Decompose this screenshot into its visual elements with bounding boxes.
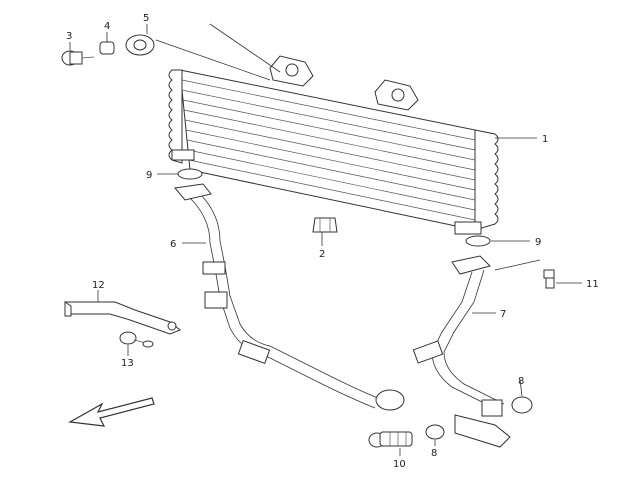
inlet-hose [174, 183, 405, 411]
o-ring-lower-right [511, 396, 533, 414]
label-part-9-upper-left: 9 [146, 170, 152, 181]
label-part-9-upper-right: 9 [535, 237, 541, 248]
bolt-13 [119, 331, 154, 348]
label-part-5: 5 [143, 13, 149, 24]
o-ring-upper-right [465, 235, 491, 247]
bracket [64, 301, 181, 335]
label-part-2: 2 [319, 249, 325, 260]
label-part-13: 13 [121, 358, 134, 369]
label-part-8-lower-left: 8 [431, 448, 437, 459]
union-bolt [368, 431, 413, 448]
grommet [125, 34, 155, 56]
collar [99, 41, 115, 55]
label-part-3: 3 [66, 31, 72, 42]
o-ring-lower-left [425, 424, 445, 440]
label-part-8-lower-right: 8 [518, 376, 524, 387]
label-part-1: 1 [542, 134, 548, 145]
outlet-hose [412, 255, 511, 448]
o-ring-upper-left [177, 168, 203, 180]
label-part-7: 7 [500, 309, 506, 320]
label-part-11: 11 [586, 279, 599, 290]
clip [312, 217, 338, 233]
front-direction-arrow-icon [68, 397, 155, 427]
label-part-10: 10 [393, 459, 406, 470]
label-part-12: 12 [92, 280, 105, 291]
bolt-11 [543, 269, 555, 289]
leader-lines [69, 23, 582, 456]
part-labels: 1 2 3 4 5 6 7 8 8 9 9 10 11 12 13 [66, 13, 599, 470]
oil-cooler [168, 55, 499, 235]
label-part-6: 6 [170, 239, 176, 250]
label-part-4: 4 [104, 21, 110, 32]
cap-bolt [61, 50, 95, 66]
